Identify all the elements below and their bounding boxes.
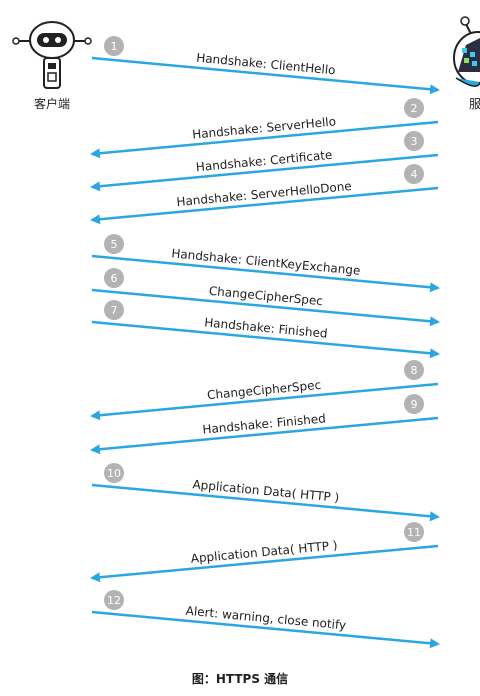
step-badge <box>404 522 424 542</box>
message-arrow <box>90 153 439 192</box>
message-arrow <box>90 186 439 225</box>
step-number: 7 <box>111 304 118 317</box>
step-number: 3 <box>411 135 418 148</box>
message-arrow <box>91 320 440 359</box>
step-number: 2 <box>411 102 418 115</box>
step-badge <box>104 463 124 483</box>
message-arrow <box>91 288 440 327</box>
message-arrow <box>91 483 440 522</box>
figure-caption: 图：HTTPS 通信 <box>191 672 289 686</box>
step-number: 1 <box>111 40 118 53</box>
step-badge <box>104 300 124 320</box>
step-badge <box>404 98 424 118</box>
message-arrow <box>90 382 439 421</box>
step-number: 11 <box>407 526 421 539</box>
step-badge <box>104 590 124 610</box>
client-robot-icon <box>12 21 92 89</box>
message-arrow <box>90 544 439 583</box>
client-label: 客户端 <box>34 96 70 111</box>
step-badge <box>404 360 424 380</box>
step-badge <box>404 394 424 414</box>
server-label: 服 <box>469 97 480 111</box>
message-arrow <box>91 610 440 649</box>
step-number: 8 <box>411 364 418 377</box>
message-arrow <box>91 56 440 95</box>
server-robot-icon <box>453 16 480 87</box>
step-number: 9 <box>411 398 418 411</box>
step-badge <box>104 36 124 56</box>
step-badge <box>404 164 424 184</box>
message-arrow <box>91 254 440 293</box>
message-label: ChangeCipherSpec <box>208 284 323 308</box>
message-label: ChangeCipherSpec <box>206 378 321 402</box>
step-number: 5 <box>111 238 118 251</box>
step-badge <box>104 268 124 288</box>
step-number: 10 <box>107 467 121 480</box>
step-number: 12 <box>107 594 121 607</box>
step-number: 6 <box>111 272 118 285</box>
step-badge <box>404 131 424 151</box>
step-number: 4 <box>411 168 418 181</box>
message-arrow <box>90 416 439 455</box>
step-badge <box>104 234 124 254</box>
message-arrow <box>90 120 439 159</box>
